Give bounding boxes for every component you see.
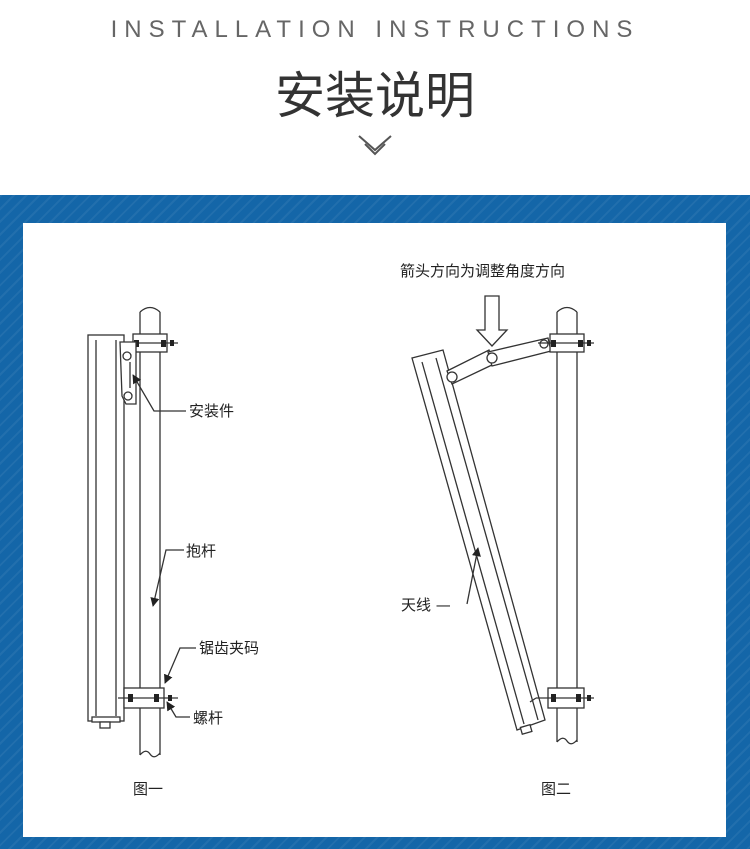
- label-clamp: 锯齿夹码: [199, 639, 259, 657]
- caption-figure-2: 图二: [541, 780, 571, 798]
- bottom-clamp-1: [118, 687, 178, 709]
- leader-pole: [150, 549, 184, 607]
- top-clamp-2: [538, 333, 594, 353]
- leader-bolt: [166, 701, 190, 718]
- leader-antenna: [466, 547, 481, 605]
- antenna-2: [411, 349, 546, 736]
- antenna-1: [87, 334, 125, 729]
- leader-clamp: [164, 647, 196, 684]
- pole-2: [556, 306, 578, 745]
- double-chevron-down-icon: [358, 135, 392, 156]
- page-subtitle: INSTALLATION INSTRUCTIONS: [110, 16, 640, 43]
- figure-1: 安装件 抱杆 锯齿夹码 螺杆 图一: [87, 306, 259, 798]
- leader-bracket: [132, 374, 186, 412]
- adjust-direction-arrow-icon: [475, 295, 509, 347]
- label-pole: 抱杆: [186, 542, 216, 560]
- direction-note: 箭头方向为调整角度方向: [400, 262, 565, 280]
- label-bolt: 螺杆: [193, 709, 223, 727]
- caption-figure-1: 图一: [133, 780, 163, 798]
- label-antenna: 天线 —: [401, 596, 451, 614]
- mounting-bracket-1: [119, 341, 137, 405]
- bottom-clamp-2: [529, 687, 594, 709]
- adjustment-arm: [446, 337, 552, 385]
- label-bracket: 安装件: [189, 402, 234, 420]
- figure-2: 箭头方向为调整角度方向: [400, 262, 594, 798]
- header: INSTALLATION INSTRUCTIONS 安装说明: [0, 0, 750, 195]
- page-title: 安装说明: [275, 67, 475, 125]
